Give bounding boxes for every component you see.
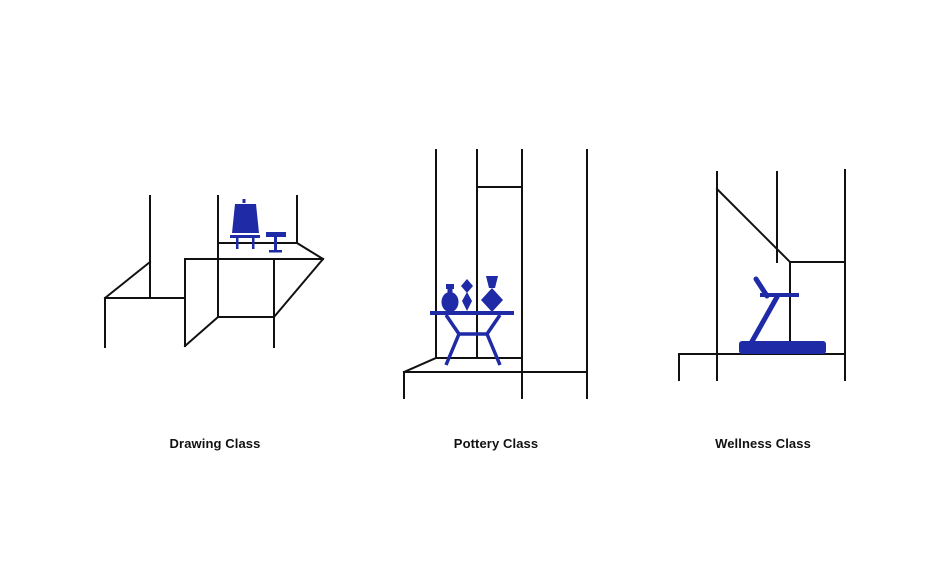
pottery-table-icon: [430, 311, 514, 366]
wellness-room-lines: [678, 169, 846, 381]
pottery-class-caption: Pottery Class: [453, 436, 539, 451]
stool-icon: [266, 232, 286, 253]
treadmill-icon: [739, 276, 826, 354]
vases-icon: [441, 276, 503, 312]
wellness-class-caption: Wellness Class: [715, 436, 811, 451]
drawing-class-caption: Drawing Class: [169, 436, 261, 451]
pottery-room-lines: [402, 149, 588, 399]
drawing-room-lines: [103, 195, 325, 348]
easel-icon: [230, 199, 260, 249]
